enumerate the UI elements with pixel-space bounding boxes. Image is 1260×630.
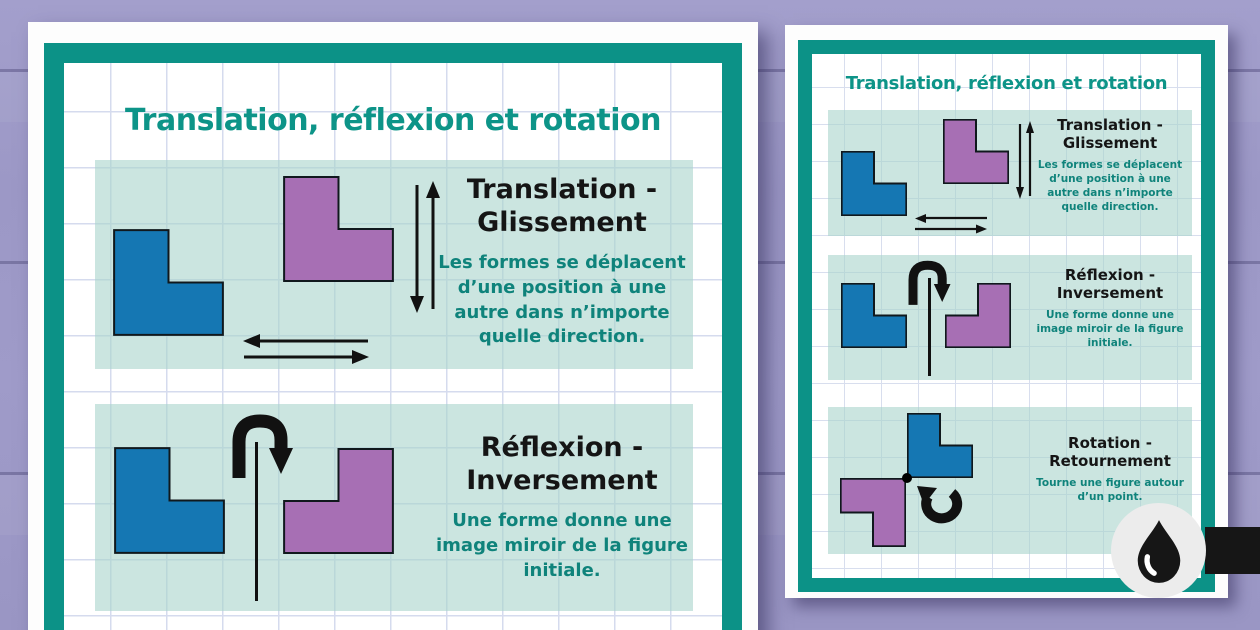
blue-l-shape xyxy=(113,229,224,336)
poster-border: Translation, réflexion et rotation xyxy=(44,43,742,630)
section-heading: Translation - Glissement xyxy=(1034,116,1186,153)
mirror-line xyxy=(928,278,931,376)
section-heading: Réflexion - Inversement xyxy=(1034,266,1186,303)
purple-l-shape-mirrored xyxy=(283,448,394,554)
section-text: Réflexion - Inversement Une forme donne … xyxy=(433,432,691,583)
blue-l-shape xyxy=(841,283,907,348)
section-text: Rotation - Retournement Tourne une figur… xyxy=(1034,434,1186,504)
poster-small: Translation, réflexion et rotation xyxy=(785,25,1228,598)
section-translation: Translation - Glissement Les formes se d… xyxy=(95,160,693,369)
blue-l-shape-rotated xyxy=(907,413,973,478)
poster-grid-paper: Translation, réflexion et rotation xyxy=(64,63,722,630)
section-description: Une forme donne une image miroir de la f… xyxy=(436,509,688,581)
section-heading-line: Translation - xyxy=(1057,116,1163,134)
section-heading-line: Inversement xyxy=(466,464,658,496)
section-heading-line: Réflexion - xyxy=(480,432,644,463)
u-turn-arrow-icon xyxy=(229,412,295,484)
section-description: Les formes se déplacent d’une position à… xyxy=(1037,158,1183,214)
blue-l-shape xyxy=(114,447,225,554)
poster-grid-paper: Translation, réflexion et rotation xyxy=(812,54,1201,578)
section-heading-line: Réflexion - xyxy=(1064,266,1156,284)
section-reflexion: Réflexion - Inversement Une forme donne … xyxy=(95,404,693,611)
up-down-arrows-icon xyxy=(410,179,440,315)
u-turn-arrow-icon xyxy=(906,259,952,309)
brand-banner-bar xyxy=(1205,527,1260,574)
section-text: Réflexion - Inversement Une forme donne … xyxy=(1034,266,1186,350)
left-right-arrows-icon xyxy=(242,333,370,365)
blue-l-shape xyxy=(841,151,907,216)
section-text: Translation - Glissement Les formes se d… xyxy=(433,174,691,350)
purple-l-shape xyxy=(283,176,394,282)
ink-drop-icon xyxy=(1137,519,1180,583)
poster-large: Translation, réflexion et rotation xyxy=(28,22,758,630)
poster-border: Translation, réflexion et rotation xyxy=(798,40,1215,592)
section-heading-line: Translation - xyxy=(466,174,658,205)
purple-l-shape-mirrored xyxy=(945,283,1011,348)
mirror-line xyxy=(255,442,258,601)
section-heading-line: Inversement xyxy=(1056,284,1164,303)
section-description: Les formes se déplacent d’une position à… xyxy=(438,251,686,348)
section-text: Translation - Glissement Les formes se d… xyxy=(1034,116,1186,214)
brand-logo xyxy=(1111,503,1206,598)
section-heading: Rotation - Retournement xyxy=(1034,434,1186,471)
section-heading-line: Retournement xyxy=(1049,452,1171,471)
poster-title: Translation, réflexion et rotation xyxy=(845,73,1168,95)
up-down-arrows-icon xyxy=(1016,120,1034,200)
left-right-arrows-icon xyxy=(914,213,988,234)
section-heading-line: Rotation - xyxy=(1068,434,1152,452)
rotation-arrow-icon xyxy=(916,485,964,529)
poster-title: Translation, réflexion et rotation xyxy=(125,103,661,139)
section-reflexion: Réflexion - Inversement Une forme donne … xyxy=(828,255,1192,380)
section-heading-line: Glissement xyxy=(477,206,647,238)
rotation-point-dot xyxy=(902,473,912,483)
section-description: Tourne une figure autour d’un point. xyxy=(1036,476,1184,503)
section-description: Une forme donne une image miroir de la f… xyxy=(1036,308,1184,349)
section-heading-line: Glissement xyxy=(1062,134,1158,153)
section-heading: Réflexion - Inversement xyxy=(433,432,691,498)
section-translation: Translation - Glissement Les formes se d… xyxy=(828,110,1192,236)
section-heading: Translation - Glissement xyxy=(433,174,691,240)
purple-l-shape-rotated xyxy=(840,478,906,547)
purple-l-shape xyxy=(943,119,1009,184)
